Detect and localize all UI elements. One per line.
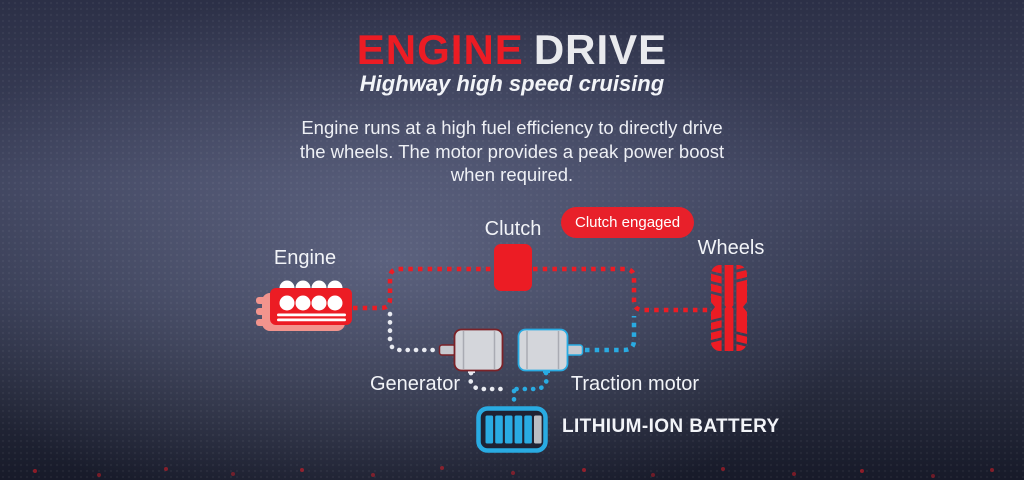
- title-word-engine: ENGINE: [356, 26, 524, 73]
- description-paragraph: Engine runs at a high fuel efficiency to…: [0, 116, 1024, 187]
- clutch-block: [494, 244, 532, 291]
- description-line: Engine runs at a high fuel efficiency to…: [301, 117, 723, 138]
- bottom-red-specks-texture: [0, 0, 2, 2]
- clutch-status-badge: Clutch engaged: [561, 207, 695, 238]
- wheel-icon: [711, 265, 747, 351]
- generator-label: Generator: [369, 373, 461, 395]
- traction-motor-label: Traction motor: [570, 373, 700, 395]
- generator-icon: [438, 328, 504, 373]
- page-subtitle: Highway high speed cruising: [359, 71, 665, 96]
- clutch-to-wheels-line: [533, 266, 710, 313]
- title-word-drive: DRIVE: [533, 26, 668, 73]
- lithium-ion-battery-icon: [476, 406, 548, 453]
- engine-to-clutch-line: [353, 266, 492, 311]
- description-line: when required.: [450, 164, 574, 185]
- engine-label: Engine: [273, 247, 337, 269]
- traction-motor-icon: [517, 328, 584, 373]
- engine-icon: [256, 280, 352, 331]
- description-line: the wheels. The motor provides a peak po…: [299, 140, 725, 162]
- traction-to-wheels-line: [585, 316, 637, 353]
- generator-to-battery-line: [468, 370, 509, 392]
- wheels-label: Wheels: [697, 237, 765, 259]
- clutch-label: Clutch: [484, 218, 542, 240]
- battery-label: LITHIUM-ION BATTERY: [562, 416, 780, 437]
- engine-to-generator-line: [387, 311, 442, 353]
- traction-to-battery-line: [506, 370, 549, 392]
